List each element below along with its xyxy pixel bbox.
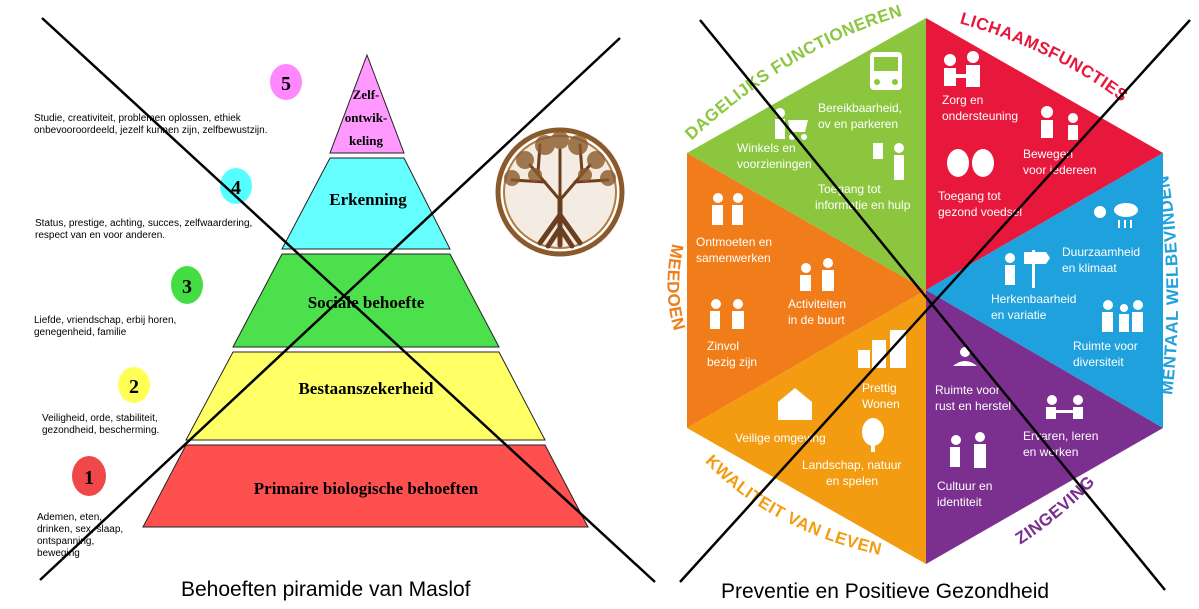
exercise-icon bbox=[1041, 106, 1078, 140]
safe-home-icon bbox=[778, 388, 812, 420]
learning-icon bbox=[1046, 395, 1083, 419]
badge-level-4-number: 4 bbox=[231, 177, 241, 199]
hex-segment-zingeving bbox=[926, 290, 1163, 564]
pyramid-level-5 bbox=[329, 53, 405, 154]
badge-level-3-number: 3 bbox=[182, 276, 192, 298]
care-icon bbox=[944, 51, 980, 87]
hex-icons bbox=[710, 51, 1143, 468]
pyramid-level-3-title: Sociale behoefte bbox=[308, 293, 425, 312]
hex-label-meedoen: MEEDOEN bbox=[663, 243, 689, 333]
hex-segment-lichaamsfuncties bbox=[926, 18, 1163, 290]
pyramid-level-1-title: Primaire biologische behoeften bbox=[254, 479, 479, 498]
badge-level-2 bbox=[118, 367, 150, 403]
level-2-description: Veiligheid, orde, stabiliteit, gezondhei… bbox=[42, 413, 160, 436]
maslow-pyramid: Primaire biologische behoeften Bestaansz… bbox=[142, 53, 589, 528]
cross-line-left-b bbox=[39, 37, 621, 581]
tree-of-life-logo bbox=[495, 127, 625, 257]
badge-level-1-number: 1 bbox=[84, 467, 94, 489]
pyramid-level-5-title-line1: Zelf- bbox=[353, 87, 380, 102]
cross-out-lines bbox=[39, 17, 1191, 591]
badge-level-5 bbox=[270, 64, 302, 100]
bus-icon bbox=[870, 52, 902, 90]
signpost-icon bbox=[1005, 250, 1050, 288]
positive-health-caption: Preventie en Positieve Gezondheid bbox=[721, 580, 1050, 603]
maslow-caption: Behoeften piramide van Maslof bbox=[181, 578, 471, 601]
diversity-icon bbox=[1102, 300, 1143, 332]
shopping-cart-icon bbox=[775, 108, 808, 140]
cross-line-left-a bbox=[41, 17, 656, 583]
activities-icon bbox=[800, 258, 834, 291]
badge-level-4 bbox=[220, 168, 252, 204]
housing-icon bbox=[858, 330, 906, 368]
level-4-description: Status, prestige, achting, succes, zelfw… bbox=[35, 218, 253, 241]
tree-icon bbox=[862, 418, 884, 452]
weather-icon bbox=[1094, 203, 1138, 228]
level-badges: 5 4 3 2 1 bbox=[72, 64, 302, 496]
hex-segment-mentaal-welbevinden bbox=[926, 153, 1163, 428]
positive-health-hexagon: DAGELIJKS FUNCTIONEREN LICHAAMSFUNCTIES … bbox=[663, 1, 1182, 564]
badge-level-2-number: 2 bbox=[129, 376, 139, 398]
hex-item-labels: Bereikbaarheid,ov en parkeren Winkels en… bbox=[696, 93, 1140, 509]
badge-level-3 bbox=[171, 266, 203, 304]
item-veilige: Veilige omgeving bbox=[735, 431, 826, 445]
pyramid-level-4 bbox=[281, 157, 451, 250]
cross-line-right-a bbox=[679, 19, 1191, 583]
pyramid-level-2-title: Bestaanszekerheid bbox=[298, 379, 434, 398]
meaningful-icon bbox=[710, 299, 744, 329]
pyramid-level-2 bbox=[185, 351, 546, 441]
level-5-description: Studie, creativiteit, problemen oplossen… bbox=[34, 113, 268, 136]
badge-level-1 bbox=[72, 456, 106, 496]
pyramid-level-3 bbox=[232, 253, 500, 348]
cross-line-right-b bbox=[699, 19, 1166, 591]
pyramid-level-5-title-line3: keling bbox=[349, 133, 383, 148]
pyramid-level-5-title-line2: ontwik- bbox=[345, 110, 388, 125]
information-icon bbox=[873, 143, 904, 180]
pyramid-level-1 bbox=[142, 444, 589, 528]
culture-icon bbox=[950, 432, 986, 468]
meeting-icon bbox=[712, 193, 743, 225]
item-bereikbaarheid: Bereikbaarheid,ov en parkeren bbox=[818, 101, 902, 131]
pyramid-level-4-title: Erkenning bbox=[329, 190, 407, 209]
badge-level-5-number: 5 bbox=[281, 73, 291, 95]
healthy-food-icon bbox=[947, 149, 994, 177]
level-1-description: Ademen, eten, drinken, sex, slaap, ontsp… bbox=[37, 512, 124, 559]
level-3-description: Liefde, vriendschap, erbij horen, genege… bbox=[34, 315, 177, 338]
